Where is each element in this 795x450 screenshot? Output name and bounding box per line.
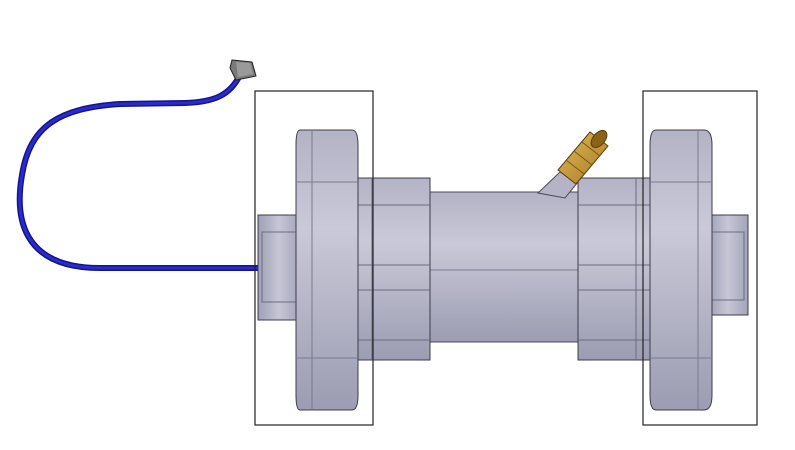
left-flange-icon: [257, 129, 359, 411]
right-highlight-box: [642, 90, 758, 426]
right-flange-icon: [649, 129, 749, 411]
cable-icon: [16, 72, 261, 271]
left-highlight-box: [254, 90, 374, 426]
brass-fitting-icon: [536, 129, 609, 199]
connector-icon: [229, 59, 257, 81]
center-body-icon: [351, 177, 657, 361]
